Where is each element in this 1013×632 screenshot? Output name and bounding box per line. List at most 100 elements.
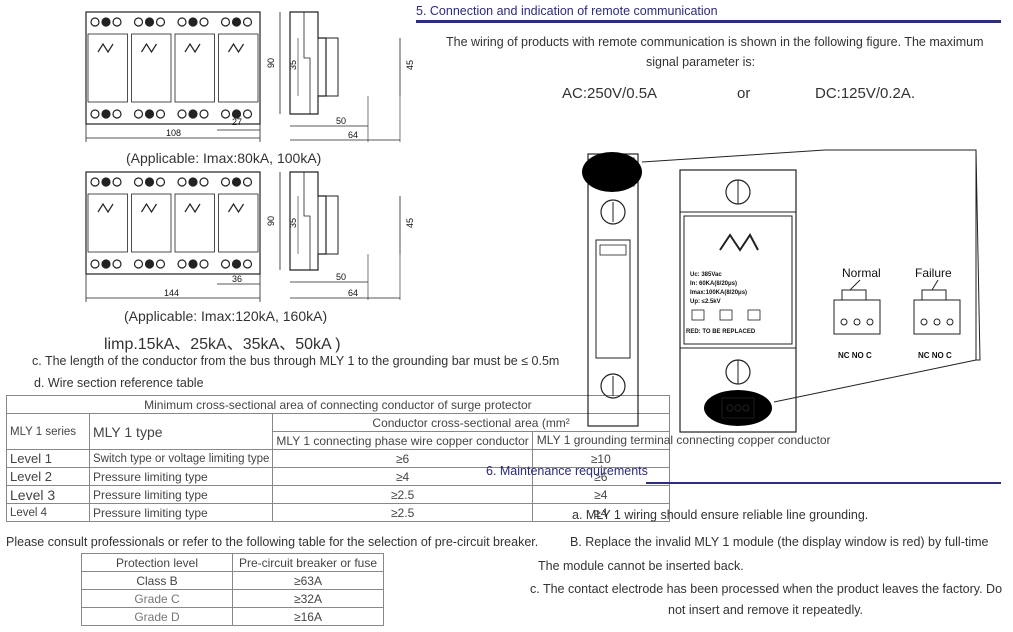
- brand-logo-mark: [184, 42, 201, 54]
- terminal-screw: [242, 17, 253, 27]
- terminal-screw: [177, 259, 187, 269]
- brand-logo-mark: [97, 202, 114, 214]
- section-5-text-2: signal parameter is:: [646, 55, 756, 69]
- phase-cell: ≥6: [272, 449, 533, 468]
- svg-text:Up: ≤2.5kV: Up: ≤2.5kV: [690, 299, 721, 305]
- level-cell: Level 4: [6, 503, 90, 522]
- terminal-screw: [199, 177, 209, 187]
- terminal-screw: [144, 109, 155, 119]
- svg-text:36: 36: [232, 274, 242, 284]
- col-ground: MLY 1 grounding terminal connecting copp…: [531, 431, 831, 450]
- table-title-row: Minimum cross-sectional area of connecti…: [6, 395, 670, 414]
- section-6-title: 6. Maintenance requirements: [486, 464, 648, 478]
- pole-module: [174, 33, 215, 103]
- brand-logo-mark: [140, 202, 158, 214]
- level-cell: Level 2: [6, 467, 90, 486]
- terminal-screw: [155, 109, 166, 119]
- col-protection-level: Protection level: [81, 553, 233, 572]
- terminal-screw: [101, 17, 111, 27]
- col-pre-breaker: Pre-circuit breaker or fuse: [232, 553, 384, 572]
- terminal-screw: [144, 259, 155, 269]
- svg-text:Normal: Normal: [842, 266, 881, 280]
- terminal-screw: [112, 17, 122, 27]
- table-row: Level 3 Pressure limiting type ≥2.5 ≥4: [6, 485, 670, 504]
- maintenance-item-a: a. MLY 1 wiring should ensure reliable l…: [572, 508, 869, 522]
- terminal-screw: [199, 259, 209, 269]
- terminal-screw: [188, 177, 198, 187]
- terminal-screw: [242, 109, 253, 119]
- value-cell: ≥63A: [232, 571, 384, 590]
- type-cell: Pressure limiting type: [88, 467, 274, 486]
- terminal-screw: [90, 177, 100, 187]
- level-cell: Level 3: [6, 485, 90, 504]
- svg-text:35: 35: [288, 60, 298, 70]
- level-cell: Level 1: [6, 449, 90, 468]
- brand-logo-mark: [140, 42, 158, 54]
- terminal-screw: [177, 109, 187, 119]
- col-phase: MLY 1 connecting phase wire copper condu…: [272, 431, 533, 450]
- terminal-screw: [231, 259, 242, 269]
- terminal-screw: [90, 109, 100, 119]
- svg-text:144: 144: [164, 288, 179, 298]
- table-row: Grade C ≥32A: [81, 589, 384, 608]
- note-conductor-length: c. The length of the conductor from the …: [32, 354, 560, 368]
- caption-imax-120-160: (Applicable: Imax:120kA, 160kA): [124, 308, 328, 324]
- terminal-screw: [231, 109, 242, 119]
- table-row: Level 4 Pressure limiting type ≥2.5 ≥4: [6, 503, 670, 522]
- dc-rating: DC:125V/0.2A.: [815, 85, 916, 102]
- svg-text:50: 50: [336, 116, 346, 126]
- terminal-screw: [188, 259, 198, 269]
- brand-logo-mark: [227, 42, 245, 54]
- level-cell: Grade C: [81, 589, 233, 608]
- svg-text:64: 64: [348, 130, 358, 140]
- remote-communication-figure: Uc: 385Vac In: 60KA(8/20μs) Imax:100KA(8…: [582, 149, 981, 433]
- section-6-rule: [646, 482, 1001, 484]
- pole-module: [218, 193, 259, 253]
- terminal-screw: [112, 259, 122, 269]
- maintenance-item-b-1: B. Replace the invalid MLY 1 module (the…: [570, 535, 989, 549]
- svg-text:In: 60KA(8/20μs): In: 60KA(8/20μs): [690, 281, 737, 287]
- terminal-screw: [101, 259, 111, 269]
- wire-section-table: Minimum cross-sectional area of connecti…: [6, 395, 831, 522]
- phase-cell: ≥2.5: [272, 485, 533, 504]
- type-cell: Switch type or voltage limiting type: [88, 449, 274, 468]
- note-wire-section: d. Wire section reference table: [34, 376, 204, 390]
- level-cell: Grade D: [81, 607, 233, 626]
- svg-text:Failure: Failure: [915, 266, 952, 280]
- col-series: MLY 1 series: [6, 413, 90, 450]
- terminal-screw: [112, 109, 122, 119]
- terminal-screw: [220, 17, 231, 27]
- terminal-screw: [231, 17, 242, 27]
- svg-text:50: 50: [336, 272, 346, 282]
- pole-module: [87, 33, 128, 103]
- terminal-screw: [133, 259, 144, 269]
- terminal-screw: [155, 17, 166, 27]
- pole-module: [87, 193, 128, 253]
- phase-cell: ≥2.5: [272, 503, 533, 522]
- terminal-screw: [112, 177, 122, 187]
- terminal-screw: [133, 17, 144, 27]
- terminal-screw: [133, 177, 144, 187]
- terminal-screw: [199, 17, 209, 27]
- table-header-row: Protection level Pre-circuit breaker or …: [81, 553, 384, 572]
- pole-module: [131, 33, 172, 103]
- ground-cell: ≥4: [531, 503, 670, 522]
- terminal-screw: [242, 177, 253, 187]
- svg-text:64: 64: [348, 288, 358, 298]
- pole-module: [174, 193, 215, 253]
- section-5-text-1: The wiring of products with remote commu…: [446, 35, 984, 49]
- maintenance-item-c-1: c. The contact electrode has been proces…: [530, 582, 1003, 596]
- table-header-row: MLY 1 series MLY 1 type Conductor cross-…: [6, 413, 670, 450]
- terminal-screw: [199, 109, 209, 119]
- terminal-screw: [101, 109, 111, 119]
- brand-logo-mark: [227, 202, 245, 214]
- or-label: or: [737, 85, 751, 102]
- type-cell: Pressure limiting type: [88, 503, 274, 522]
- svg-text:45: 45: [405, 60, 415, 70]
- maintenance-item-b-2: The module cannot be inserted back.: [538, 559, 744, 573]
- section-5-title: 5. Connection and indication of remote c…: [416, 4, 718, 18]
- terminal-screw: [220, 259, 231, 269]
- dimension-drawing-4pole-144: 144 36 90 35 45 50 64: [85, 171, 415, 302]
- svg-text:RED: TO BE REPLACED: RED: TO BE REPLACED: [686, 329, 756, 335]
- terminal-screw: [155, 177, 166, 187]
